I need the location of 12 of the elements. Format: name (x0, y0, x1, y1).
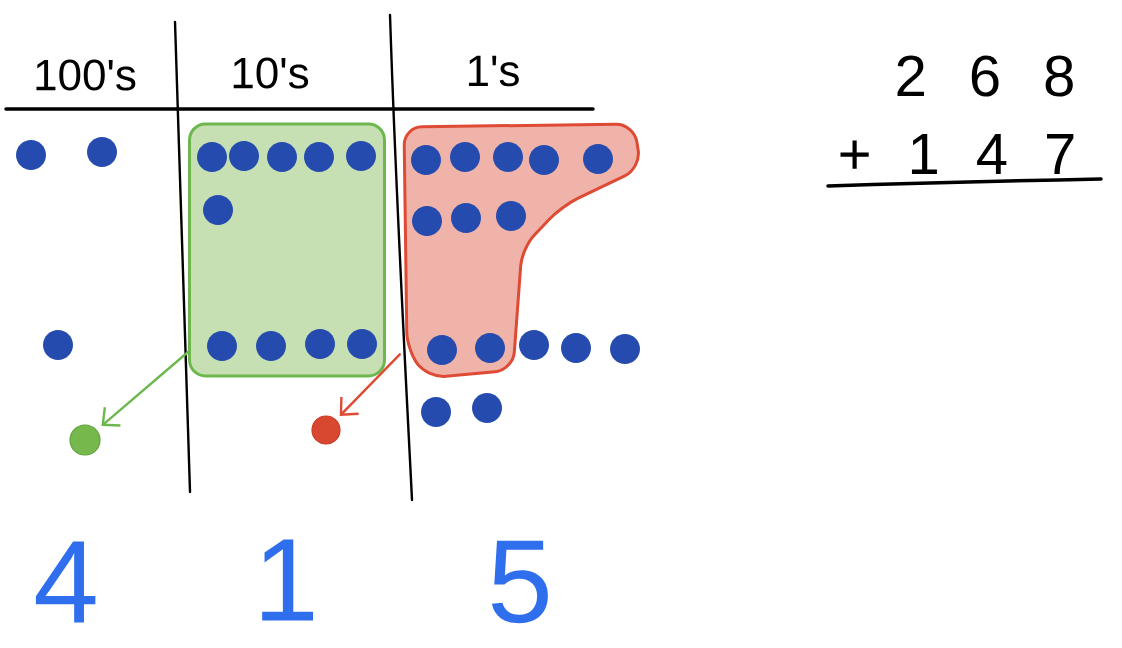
addend-number: + 1 4 7 (840, 134, 1074, 174)
dot (69, 424, 101, 456)
dot (311, 415, 341, 445)
arrow (339, 353, 401, 416)
answer-digit: 4 (35, 541, 96, 623)
addend-number: 2 6 8 (897, 55, 1073, 97)
arrow (101, 350, 190, 427)
column-header: 10's (233, 57, 309, 89)
column-header: 100's (36, 59, 136, 91)
answer-digit: 1 (262, 539, 314, 621)
column-header: 1's (468, 55, 519, 87)
answer-digit: 5 (491, 540, 548, 624)
